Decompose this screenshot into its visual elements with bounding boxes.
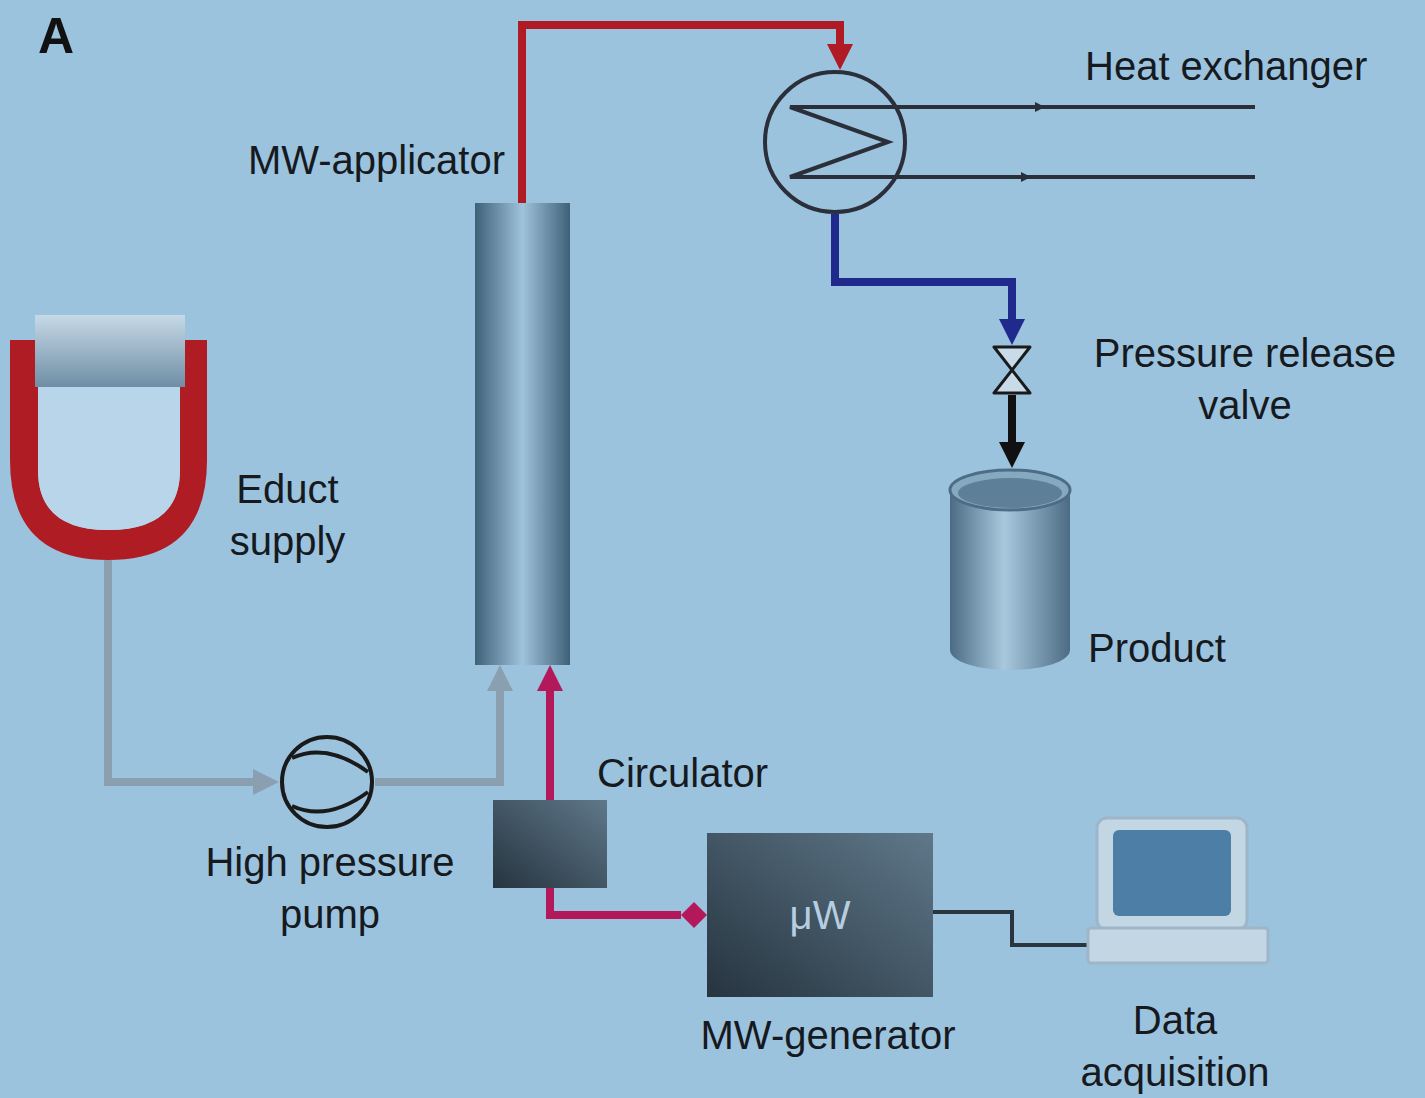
part-name: Product (1088, 622, 1288, 674)
applicator-column-outline (475, 203, 570, 665)
waveguide (550, 888, 681, 915)
pump-symbol: High pressure pump (279, 734, 375, 830)
valve-symbol: Pressure release valve (992, 345, 1032, 395)
part-name: High pressure pump (180, 836, 480, 940)
part-name: MW-generator (658, 1009, 998, 1061)
flow-tick (1026, 175, 1036, 179)
part-name: MW-applicator (175, 134, 505, 186)
heat-exchanger-symbol-outline (763, 70, 907, 214)
panel-letter: A (38, 8, 74, 64)
applicator-column: MW-applicator (475, 203, 570, 665)
circulator-box: Circulator (493, 800, 607, 888)
part-name: Data acquisition (1045, 994, 1305, 1098)
waveguide (546, 691, 554, 800)
product-line (1008, 395, 1016, 442)
product-vessel-outline (948, 468, 1072, 672)
pump-symbol-outline (279, 734, 375, 830)
box-symbol-text: μW (707, 889, 933, 941)
coolant-line (893, 105, 1255, 109)
cooled-line (835, 214, 1012, 319)
coolant-lines (893, 107, 1255, 177)
product-vessel: Product (948, 468, 1072, 672)
valve-symbol-outline (992, 345, 1032, 395)
generator-box: μWMW-generator (707, 833, 933, 997)
computer-icon: Data acquisition (1088, 818, 1268, 965)
data-cable (933, 912, 1088, 945)
part-name: Circulator (597, 747, 827, 799)
heat-exchanger-symbol: Heat exchanger (763, 70, 907, 214)
educt-vessel: Educt supply (10, 315, 207, 560)
computer-icon-outline (1088, 818, 1268, 965)
flow-tick (1040, 105, 1050, 109)
circulator-box-outline (493, 800, 607, 888)
coolant-line (893, 175, 1255, 179)
part-name: Educt supply (200, 463, 375, 567)
part-name: Heat exchanger (1085, 40, 1420, 92)
feed-line (108, 560, 253, 782)
part-name: Pressure release valve (1075, 327, 1415, 431)
educt-vessel-outline (10, 315, 207, 560)
feed-line (375, 691, 500, 782)
